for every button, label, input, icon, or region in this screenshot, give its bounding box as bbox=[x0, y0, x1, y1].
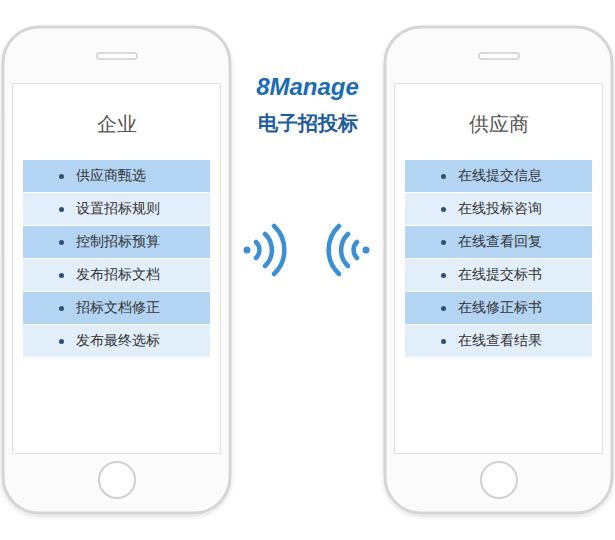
list-item-text: 发布招标文档 bbox=[76, 266, 160, 284]
bullet-dot bbox=[59, 339, 64, 344]
list-item-band: 在线查看结果 bbox=[405, 325, 592, 357]
list-item-text: 在线提交标书 bbox=[458, 266, 542, 284]
list-item-band: 招标文档修正 bbox=[23, 292, 210, 324]
diagram-title: 电子招投标 bbox=[230, 110, 385, 137]
bullet-dot bbox=[441, 339, 446, 344]
list-item-band: 供应商甄选 bbox=[23, 160, 210, 192]
bullet-dot bbox=[59, 306, 64, 311]
list-item-text: 在线投标咨询 bbox=[458, 200, 542, 218]
bullet-dot bbox=[441, 306, 446, 311]
list-item-text: 在线查看结果 bbox=[458, 332, 542, 350]
list-item-band: 在线提交信息 bbox=[405, 160, 592, 192]
bullet-dot bbox=[59, 273, 64, 278]
list-item-band: 控制招标预算 bbox=[23, 226, 210, 258]
bullet-dot bbox=[59, 207, 64, 212]
right-phone bbox=[385, 27, 612, 513]
screen-heading: 企业 bbox=[13, 111, 220, 138]
brand-logo: 8Manage bbox=[230, 73, 385, 101]
bullet-dot bbox=[59, 240, 64, 245]
list-item-band: 在线修正标书 bbox=[405, 292, 592, 324]
list-item-text: 设置招标规则 bbox=[76, 200, 160, 218]
bullet-dot bbox=[441, 207, 446, 212]
list-item-text: 发布最终选标 bbox=[76, 332, 160, 350]
list-item-text: 控制招标预算 bbox=[76, 233, 160, 251]
left-phone bbox=[3, 27, 230, 513]
list-item-text: 在线修正标书 bbox=[458, 299, 542, 317]
list-item-text: 在线提交信息 bbox=[458, 167, 542, 185]
list-item-band: 设置招标规则 bbox=[23, 193, 210, 225]
list-item-band: 在线查看回复 bbox=[405, 226, 592, 258]
list-item-text: 在线查看回复 bbox=[458, 233, 542, 251]
bullet-dot bbox=[441, 240, 446, 245]
wifi-signal-left bbox=[329, 226, 370, 274]
list-item-band: 在线投标咨询 bbox=[405, 193, 592, 225]
phone-screen: 企业供应商甄选设置招标规则控制招标预算发布招标文档招标文档修正发布最终选标 bbox=[12, 83, 221, 454]
list-item-text: 供应商甄选 bbox=[76, 167, 146, 185]
bullet-dot bbox=[441, 174, 446, 179]
wifi-signal-right bbox=[244, 226, 285, 274]
list-item-band: 发布最终选标 bbox=[23, 325, 210, 357]
list-item-band: 在线提交标书 bbox=[405, 259, 592, 291]
screen-heading: 供应商 bbox=[395, 111, 602, 138]
phone-screen: 供应商在线提交信息在线投标咨询在线查看回复在线提交标书在线修正标书在线查看结果 bbox=[394, 83, 603, 454]
bullet-dot bbox=[441, 273, 446, 278]
list-item-band: 发布招标文档 bbox=[23, 259, 210, 291]
bullet-dot bbox=[59, 174, 64, 179]
list-item-text: 招标文档修正 bbox=[76, 299, 160, 317]
